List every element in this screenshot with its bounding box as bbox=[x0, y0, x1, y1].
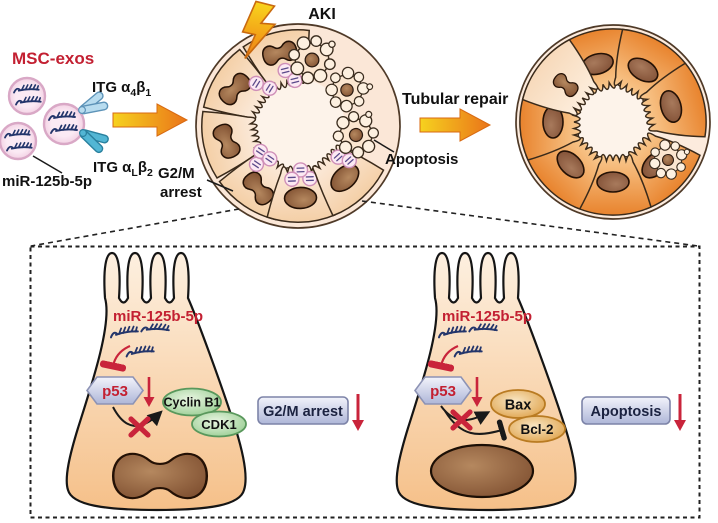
apoptosis-label: Apoptosis bbox=[373, 139, 458, 168]
down-arrow-icon bbox=[471, 377, 483, 407]
aki-label: AKI bbox=[308, 6, 336, 23]
mir-125b-5p-label: miR-125b-5p bbox=[442, 308, 532, 325]
tubular-cell-icon bbox=[298, 132, 389, 222]
mir-label-pointer-line bbox=[32, 155, 63, 174]
svg-text:CDK1: CDK1 bbox=[201, 417, 236, 432]
svg-text:G2/M: G2/M bbox=[158, 165, 195, 182]
down-arrow-icon bbox=[352, 394, 364, 431]
mir-125b-5p-label: miR-125b-5p bbox=[113, 308, 203, 325]
tubular-cell-apoptosis-pathway: miR-125b-5p p53 Bax Bcl-2 bbox=[395, 251, 577, 512]
svg-text:Apoptosis: Apoptosis bbox=[591, 404, 662, 420]
nucleus-icon bbox=[596, 171, 630, 193]
down-arrow-icon bbox=[143, 377, 155, 407]
bax-node: Bax bbox=[490, 389, 546, 419]
g2m-arrest-label: G2/M arrest bbox=[158, 165, 234, 201]
p53-node: p53 bbox=[414, 376, 472, 405]
cyclin-b1-node: Cyclin B1 bbox=[162, 387, 222, 417]
nucleus-icon bbox=[429, 443, 535, 499]
flow-arrow-icon bbox=[112, 103, 189, 137]
tubular-repair-label: Tubular repair bbox=[402, 91, 508, 108]
zoom-dashed-box bbox=[29, 245, 701, 519]
inhibition-arrow-icon bbox=[99, 344, 131, 372]
tubular-cell-icon bbox=[633, 60, 714, 152]
tubular-cell-g2m-pathway: miR-125b-5p p53 Cyclin B1 CDK1 bbox=[65, 251, 247, 512]
svg-text:Bcl-2: Bcl-2 bbox=[520, 422, 553, 437]
svg-text:G2/M arrest: G2/M arrest bbox=[263, 404, 343, 420]
nucleus-icon bbox=[330, 163, 360, 193]
tubular-cell-icon bbox=[595, 21, 694, 114]
block-x-icon bbox=[128, 416, 151, 438]
zoom-connector-line bbox=[30, 208, 240, 247]
nucleus-icon bbox=[556, 150, 585, 179]
cdk1-node: CDK1 bbox=[191, 410, 247, 438]
tubular-cell-icon bbox=[574, 153, 652, 216]
inhibition-arrow-icon bbox=[427, 344, 459, 372]
down-arrow-icon bbox=[674, 394, 686, 431]
tubular-cell-icon bbox=[264, 161, 337, 225]
inhibition-line-icon bbox=[444, 410, 507, 441]
lightning-bolt-icon bbox=[241, 0, 277, 59]
apoptosis-badge: Apoptosis bbox=[581, 396, 671, 425]
svg-text:Cyclin B1: Cyclin B1 bbox=[164, 396, 221, 410]
repaired-tubule-icon bbox=[515, 21, 714, 220]
svg-text:p53: p53 bbox=[430, 383, 456, 400]
g2m-arrest-badge: G2/M arrest bbox=[257, 396, 349, 425]
mir-125b-5p-label: miR-125b-5p bbox=[2, 173, 92, 190]
block-x-icon bbox=[450, 409, 473, 431]
msc-exos-label: MSC-exos bbox=[12, 49, 94, 68]
nucleus-icon bbox=[627, 57, 659, 83]
bcl2-node: Bcl-2 bbox=[508, 415, 566, 443]
svg-text:Apoptosis: Apoptosis bbox=[385, 151, 458, 168]
flow-arrow-icon bbox=[419, 108, 492, 142]
zoom-connector-line bbox=[361, 200, 699, 247]
exosome-icon bbox=[42, 102, 86, 146]
msc-exos-group: MSC-exos ITG α4β1 bbox=[0, 49, 153, 190]
tubular-cell-icon bbox=[519, 117, 618, 216]
nucleus-icon bbox=[283, 186, 318, 210]
itg2-label: ITG αLβ2 bbox=[93, 159, 153, 179]
svg-text:p53: p53 bbox=[102, 383, 128, 400]
integrin-alpha4beta1-icon bbox=[77, 91, 109, 115]
nucleus-icon bbox=[659, 90, 683, 123]
p53-node: p53 bbox=[86, 376, 144, 405]
integrin-alphaLbeta2-icon bbox=[78, 128, 109, 154]
svg-text:arrest: arrest bbox=[160, 184, 202, 201]
injured-tubule-icon bbox=[195, 23, 401, 229]
svg-text:Bax: Bax bbox=[505, 398, 532, 414]
itg1-label: ITG α4β1 bbox=[92, 79, 151, 99]
activation-arrow-icon bbox=[112, 406, 163, 427]
exosome-icon bbox=[0, 121, 38, 161]
exosome-icon bbox=[7, 76, 47, 116]
